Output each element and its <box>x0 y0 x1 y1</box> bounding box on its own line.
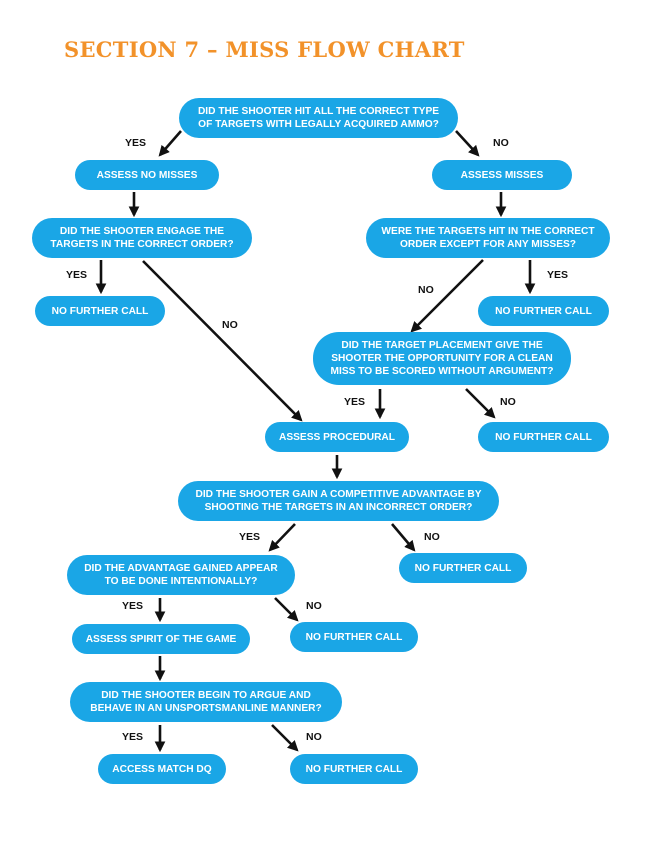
label-yes: YES <box>547 269 569 281</box>
question-argue-unsportsmanlike: DID THE SHOOTER BEGIN TO ARGUE AND BEHAV… <box>70 682 342 722</box>
arrow-q1-yes <box>158 130 182 157</box>
label-yes: YES <box>122 731 144 743</box>
arrow-order-no <box>142 260 303 422</box>
label-no: NO <box>424 531 440 543</box>
label-yes: YES <box>344 396 366 408</box>
assess-spirit-box: ASSESS SPIRIT OF THE GAME <box>72 624 250 654</box>
label-no: NO <box>222 319 238 331</box>
label-no: NO <box>418 284 434 296</box>
question-correct-order: DID THE SHOOTER ENGAGE THE TARGETS IN TH… <box>32 218 252 258</box>
question-intentional: DID THE ADVANTAGE GAINED APPEAR TO BE DO… <box>67 555 295 595</box>
no-further-call-2: NO FURTHER CALL <box>478 296 609 326</box>
arrow-argue-no <box>271 724 299 752</box>
label-yes: YES <box>66 269 88 281</box>
label-no: NO <box>500 396 516 408</box>
label-no: NO <box>493 137 509 149</box>
arrow-q1-no <box>455 130 480 157</box>
no-further-call-3: NO FURTHER CALL <box>478 422 609 452</box>
no-further-call-4: NO FURTHER CALL <box>399 553 527 583</box>
label-yes: YES <box>125 137 147 149</box>
label-no: NO <box>306 600 322 612</box>
question-competitive-advantage: DID THE SHOOTER GAIN A COMPETITIVE ADVAN… <box>178 481 499 521</box>
arrow-intentional-no <box>274 597 299 622</box>
question-target-placement: DID THE TARGET PLACEMENT GIVE THE SHOOTE… <box>313 332 571 385</box>
question-hit-correct-targets: DID THE SHOOTER HIT ALL THE CORRECT TYPE… <box>179 98 458 138</box>
arrow-except-no <box>410 259 484 333</box>
assess-procedural-box: ASSESS PROCEDURAL <box>265 422 409 452</box>
no-further-call-6: NO FURTHER CALL <box>290 754 418 784</box>
no-further-call-5: NO FURTHER CALL <box>290 622 418 652</box>
page-title: SECTION 7 – MISS FLOW CHART <box>64 37 465 62</box>
assess-no-misses-box: ASSESS NO MISSES <box>75 160 219 190</box>
question-hit-order-except-misses: WERE THE TARGETS HIT IN THE CORRECT ORDE… <box>366 218 610 258</box>
access-match-dq-box: ACCESS MATCH DQ <box>98 754 226 784</box>
label-yes: YES <box>239 531 261 543</box>
assess-misses-box: ASSESS MISSES <box>432 160 572 190</box>
arrow-placement-no <box>465 388 496 419</box>
label-yes: YES <box>122 600 144 612</box>
arrow-advantage-yes <box>268 523 296 552</box>
arrow-advantage-no <box>391 523 416 552</box>
label-no: NO <box>306 731 322 743</box>
no-further-call-1: NO FURTHER CALL <box>35 296 165 326</box>
